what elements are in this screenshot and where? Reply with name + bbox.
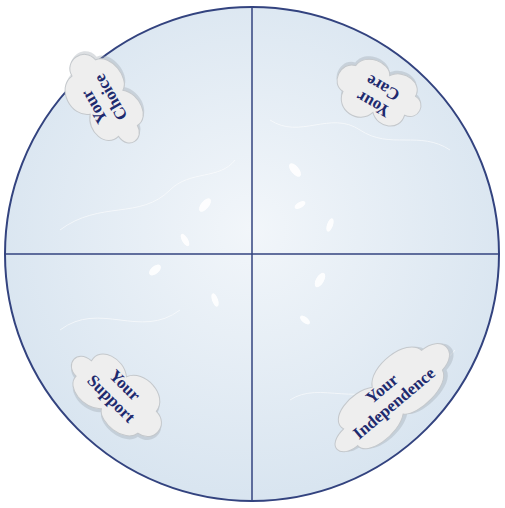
divider-line — [5, 253, 499, 255]
outer-circle — [5, 7, 499, 501]
